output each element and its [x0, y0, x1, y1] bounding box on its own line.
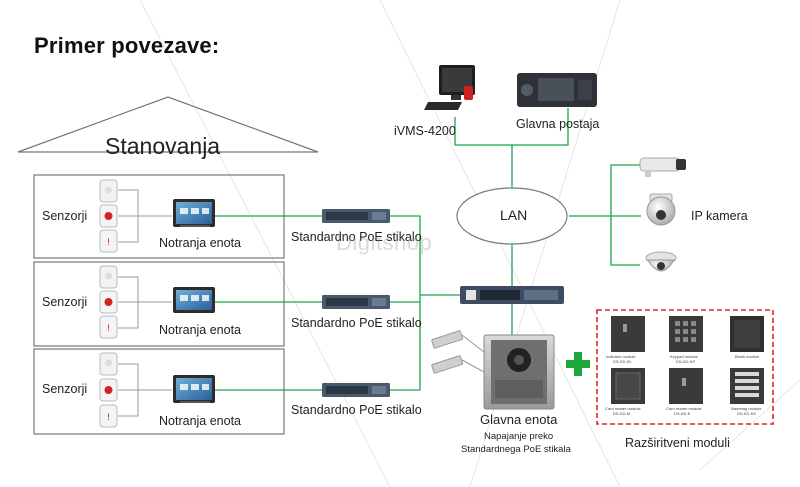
- module-caption: Keypad module: [670, 354, 698, 359]
- module-caption: Blank module: [735, 354, 760, 359]
- central-poe-switch-icon: [460, 286, 564, 304]
- indoor-unit-label: Notranja enota: [159, 236, 242, 250]
- network-connections: [215, 108, 641, 391]
- master-station-label: Glavna postaja: [516, 117, 600, 131]
- module-caption: DS-KD-E: [674, 411, 691, 416]
- indoor-unit-label: Notranja enota: [159, 323, 242, 337]
- page-title: Primer povezave:: [34, 33, 220, 58]
- pir-sensor-icon: [99, 352, 118, 376]
- watermark: Digitshop: [336, 230, 433, 255]
- computer-icon: [424, 65, 475, 110]
- expansion-module-card-reader-icon: [611, 368, 645, 404]
- sensor-cables: [118, 276, 172, 329]
- module-caption: Indicator module: [606, 354, 636, 359]
- svg-text:!: !: [107, 324, 111, 334]
- sensors-label: Senzorji: [42, 382, 88, 396]
- floor-3: !: [99, 352, 215, 428]
- sensors-label: Senzorji: [42, 295, 88, 309]
- module-caption: Card reader module: [605, 406, 641, 411]
- poe-switch-icon: [322, 209, 390, 223]
- sensors-label: Senzorji: [42, 209, 88, 223]
- lock-icon: [431, 355, 464, 374]
- lock-icon: [431, 330, 464, 349]
- module-caption: DS-KD-KP: [676, 359, 696, 364]
- module-caption: DS-KD-IN: [613, 359, 631, 364]
- master-station-icon: [517, 73, 597, 107]
- module-caption: Nametag module: [731, 406, 762, 411]
- door-sensor-icon: !: [99, 315, 118, 339]
- main-unit-note-1: Napajanje preko: [484, 431, 554, 442]
- indoor-monitor-icon: [173, 199, 215, 227]
- speed-dome-camera-icon: [646, 193, 676, 226]
- poe-switch-icon: [322, 295, 390, 309]
- module-caption: DS-KD-KK: [737, 411, 757, 416]
- plus-icon: [566, 352, 590, 376]
- expansion-module-nametag-icon: [730, 368, 764, 404]
- ip-camera-label: IP kamera: [691, 209, 748, 223]
- poe-switch-label: Standardno PoE stikalo: [291, 230, 422, 244]
- floor-1: !: [99, 179, 215, 253]
- pir-sensor-icon: [99, 265, 118, 289]
- lan-cloud: [456, 187, 568, 245]
- pir-sensor-icon: [99, 179, 118, 203]
- dome-camera-icon: [645, 251, 677, 272]
- expansion-module-card-reader-icon: [669, 368, 703, 404]
- lock-cables: [461, 334, 485, 373]
- svg-text:!: !: [107, 413, 111, 423]
- panic-button-icon: [99, 378, 118, 402]
- main-unit-icon: [483, 334, 555, 410]
- building-title: Stanovanja: [105, 133, 221, 159]
- door-sensor-icon: !: [99, 404, 118, 428]
- panic-button-icon: [99, 204, 118, 228]
- svg-text:!: !: [107, 238, 111, 248]
- expansion-modules-label: Razširitveni moduli: [625, 436, 730, 450]
- poe-switch-label: Standardno PoE stikalo: [291, 316, 422, 330]
- indoor-monitor-icon: [173, 375, 215, 403]
- expansion-modules-frame: [596, 309, 774, 425]
- poe-switch-icon: [322, 383, 390, 397]
- lan-label: LAN: [500, 207, 528, 223]
- floor-2: !: [99, 265, 215, 339]
- bullet-camera-icon: [639, 157, 686, 177]
- panic-button-icon: [99, 290, 118, 314]
- sensor-cables: [118, 363, 172, 417]
- module-caption: Card reader module: [666, 406, 702, 411]
- expansion-module-keypad-icon: [669, 316, 703, 352]
- main-unit-label: Glavna enota: [480, 412, 558, 427]
- door-sensor-icon: !: [99, 229, 118, 253]
- main-unit-note-2: Standardnega PoE stikala: [461, 444, 571, 455]
- indoor-monitor-icon: [173, 287, 215, 313]
- expansion-module-blank-icon: [730, 316, 764, 352]
- module-caption: DS-KD-M: [613, 411, 631, 416]
- expansion-module-indicator-icon: [611, 316, 645, 352]
- sensor-cables: [118, 189, 172, 243]
- poe-switch-label: Standardno PoE stikalo: [291, 403, 422, 417]
- ivms-label: iVMS-4200: [394, 124, 456, 138]
- indoor-unit-label: Notranja enota: [159, 414, 242, 428]
